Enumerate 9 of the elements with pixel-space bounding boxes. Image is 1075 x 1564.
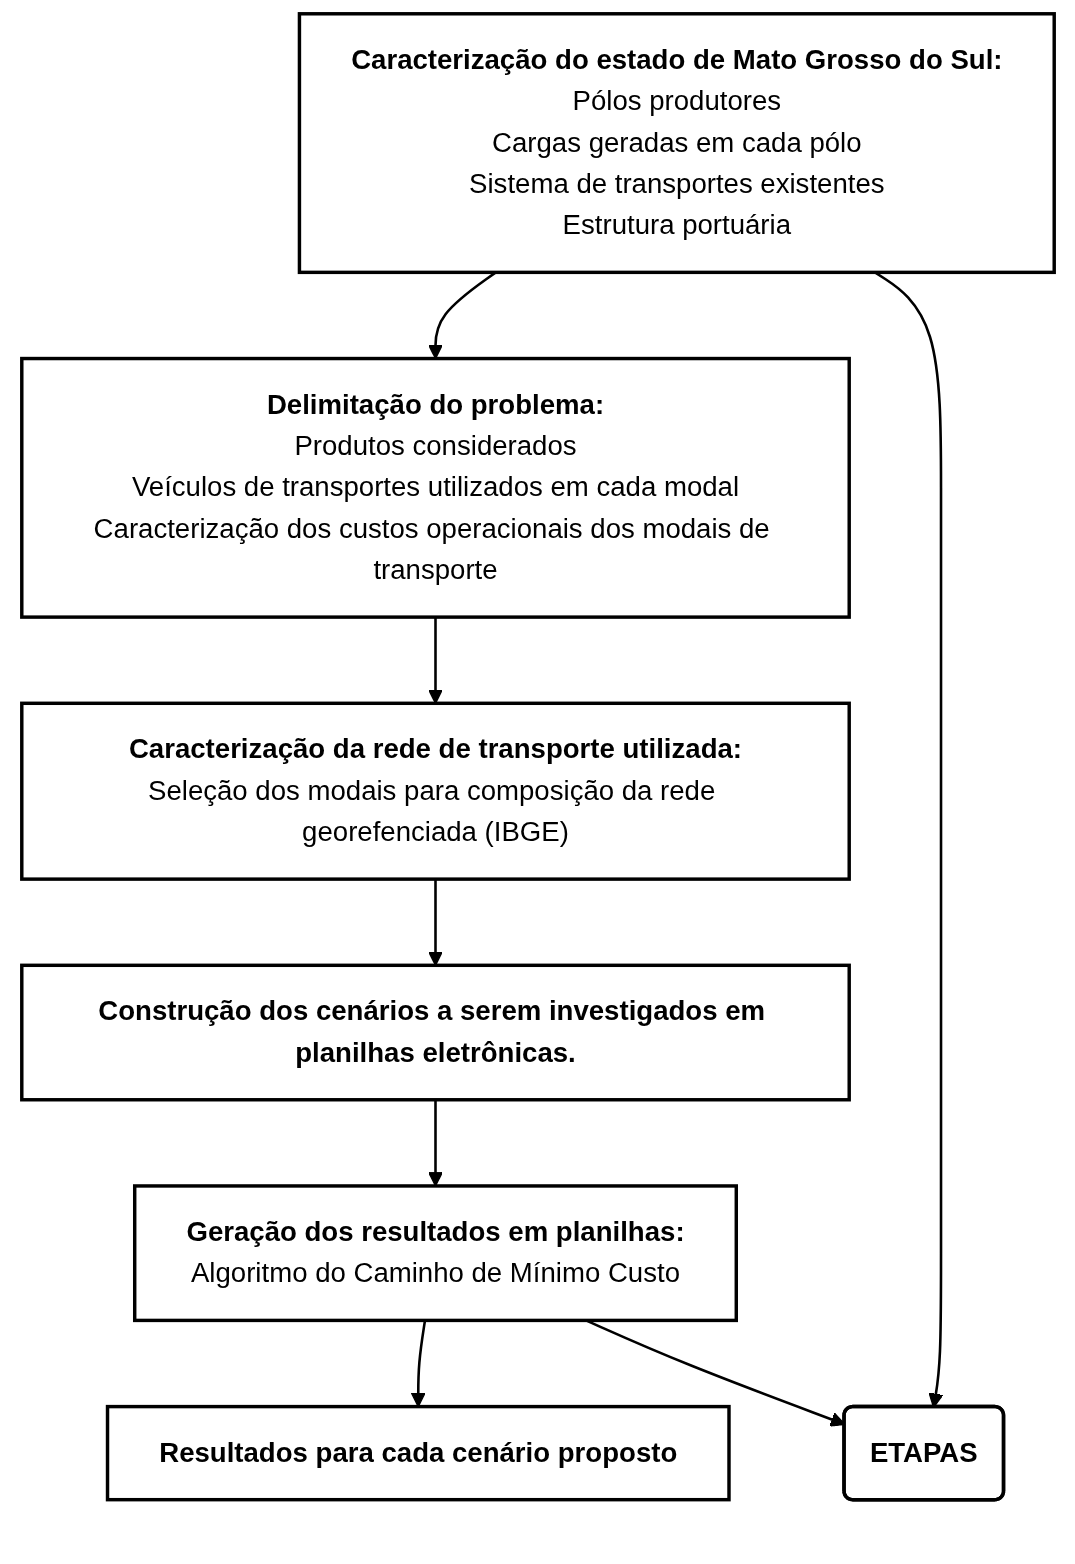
flowchart-drawing: Caracterização do estado de Mato Grosso do Sul: Pólos produtores Cargas geradas em cada pólo Sistema de transportes existentes Estrutura portuária Delimitação do problema: Produtos considerados Veículos de transportes utilizados em cada modal Caracterização dos custos operacionais dos modais de transporte Caracterização da rede de transporte utilizada: Seleção dos modais para composição da rede georefenciada (IBGE) Construção dos cenários a serem investigados em planilhas eletrônicas. Geração dos resultados em planilhas: Algoritmo do Caminho de Mínimo Custo Resultados para cada cenário proposto ETAPAS <box>7 0 1068 1514</box>
node-box <box>19 356 851 619</box>
node-box <box>105 1404 731 1502</box>
arrow <box>427 879 443 966</box>
node-box <box>19 963 851 1102</box>
node-box <box>19 701 851 881</box>
node-box <box>132 1184 738 1323</box>
node-box <box>297 12 1056 275</box>
arrow <box>427 617 443 704</box>
